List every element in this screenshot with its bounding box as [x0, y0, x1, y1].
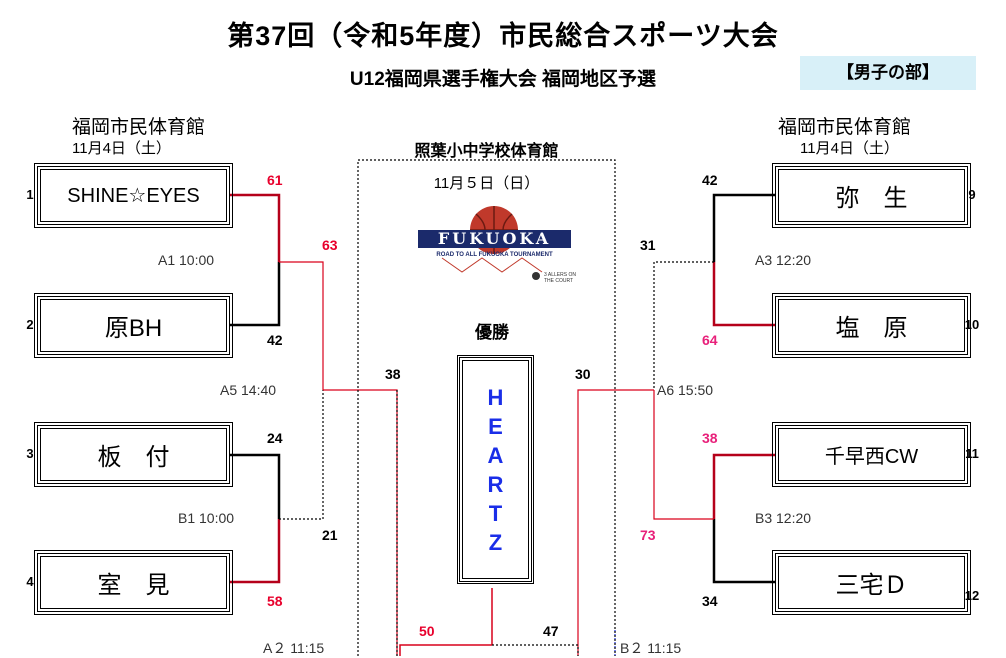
- team-seed: 12: [964, 588, 980, 603]
- match-label-a3: A3 12:20: [755, 252, 812, 268]
- score-final-left: 50: [419, 623, 435, 639]
- team-seed: 3: [26, 446, 34, 461]
- line-b3-top: [712, 453, 775, 519]
- team-box-shiobaru: 塩 原: [772, 293, 971, 358]
- champion-letter: A: [487, 442, 504, 468]
- champion-letter: Z: [488, 529, 503, 555]
- match-label-a1: A1 10:00: [158, 252, 215, 268]
- venue-left-name: 福岡市民体育館: [72, 117, 206, 138]
- match-label-b3: B3 12:20: [755, 510, 812, 526]
- line-a5-out: [323, 389, 398, 656]
- team-seed: 1: [26, 187, 34, 202]
- line-b1-bottom: [230, 519, 281, 584]
- champion-letter: T: [488, 500, 503, 526]
- team-box-itazuke: 板 付: [34, 422, 233, 487]
- score-b1-team2: 58: [267, 593, 283, 609]
- team-box-hara-bh: 原BH: [34, 293, 233, 358]
- score-a3-team1: 42: [702, 172, 718, 188]
- score-a5-final: 38: [385, 366, 401, 382]
- page-title: 第37回（令和5年度）市民総合スポーツ大会: [227, 21, 779, 51]
- team-box-muromi: 室 見: [34, 550, 233, 615]
- champion-letter: E: [488, 413, 503, 439]
- score-a1-team1: 61: [267, 172, 283, 188]
- champion-box: H E A R T Z: [457, 355, 534, 584]
- score-b3-team2: 34: [702, 593, 718, 609]
- score-a5-top: 63: [322, 237, 338, 253]
- line-a3-bottom: [712, 262, 775, 327]
- line-final-right: [492, 644, 579, 656]
- score-final-right: 47: [543, 623, 559, 639]
- score-a6-bottom: 73: [640, 527, 656, 543]
- line-b3-bottom: [712, 519, 775, 584]
- team-seed: 4: [26, 574, 34, 589]
- logo-tag: ROAD TO ALL FUKUOKA TOURNAMENT: [436, 252, 553, 258]
- page-subtitle: U12福岡県選手権大会 福岡地区予選: [349, 69, 657, 90]
- match-label-b2: B２ 11:15: [620, 640, 682, 656]
- champion-letter: R: [487, 471, 504, 497]
- line-a1-out: [279, 261, 324, 390]
- team-seed: 10: [964, 317, 980, 332]
- champion-letter: H: [487, 384, 504, 410]
- team-box-shine-eyes: SHINE☆EYES: [34, 163, 233, 228]
- team-seed: 11: [965, 446, 979, 461]
- logo-sub: 3 ALLERS ON THE COURT: [544, 272, 576, 284]
- venue-right-date: 11月4日（土）: [800, 140, 899, 157]
- basketball-logo-icon: [418, 206, 571, 280]
- line-a3-out: [653, 261, 714, 390]
- logo-text: FUKUOKA: [437, 229, 552, 248]
- division-badge: 【男子の部】: [800, 56, 976, 90]
- score-b3-team1: 38: [702, 430, 718, 446]
- venue-center-name: 照葉小中学校体育館: [414, 143, 559, 160]
- team-box-chihayanishi-cw: 千早西CW: [772, 422, 971, 487]
- line-a1-top: [230, 193, 281, 262]
- line-a3-top: [712, 193, 775, 262]
- line-final-left: [399, 644, 492, 656]
- tournament-logo: FUKUOKA ROAD TO ALL FUKUOKA TOURNAMENT 3…: [412, 200, 577, 300]
- champion-label: 優勝: [475, 323, 509, 342]
- venue-right-name: 福岡市民体育館: [778, 117, 912, 138]
- score-a1-team2: 42: [267, 332, 283, 348]
- venue-left-date: 11月4日（土）: [72, 140, 171, 157]
- team-seed: 2: [26, 317, 34, 332]
- score-a6-final: 30: [575, 366, 591, 382]
- match-label-a5: A5 14:40: [220, 382, 277, 398]
- score-a3-team2: 64: [702, 332, 718, 348]
- center-frame: [357, 159, 616, 656]
- score-a6-top: 31: [640, 237, 656, 253]
- score-b1-team1: 24: [267, 430, 283, 446]
- match-label-a2: A２ 11:15: [263, 640, 325, 656]
- line-b1-top: [230, 453, 281, 519]
- venue-center-date: 11月５日（日）: [433, 175, 540, 192]
- team-box-miyake-d: 三宅Ｄ: [772, 550, 971, 615]
- match-label-a6: A6 15:50: [657, 382, 714, 398]
- match-label-b1: B1 10:00: [178, 510, 235, 526]
- team-box-yayoi: 弥 生: [772, 163, 971, 228]
- line-b3-out: [653, 390, 714, 520]
- line-a1-bottom: [230, 262, 281, 327]
- line-a6-out: [577, 389, 654, 656]
- line-b1-out: [279, 390, 324, 520]
- score-a5-bottom: 21: [322, 527, 338, 543]
- team-seed: 9: [968, 187, 976, 202]
